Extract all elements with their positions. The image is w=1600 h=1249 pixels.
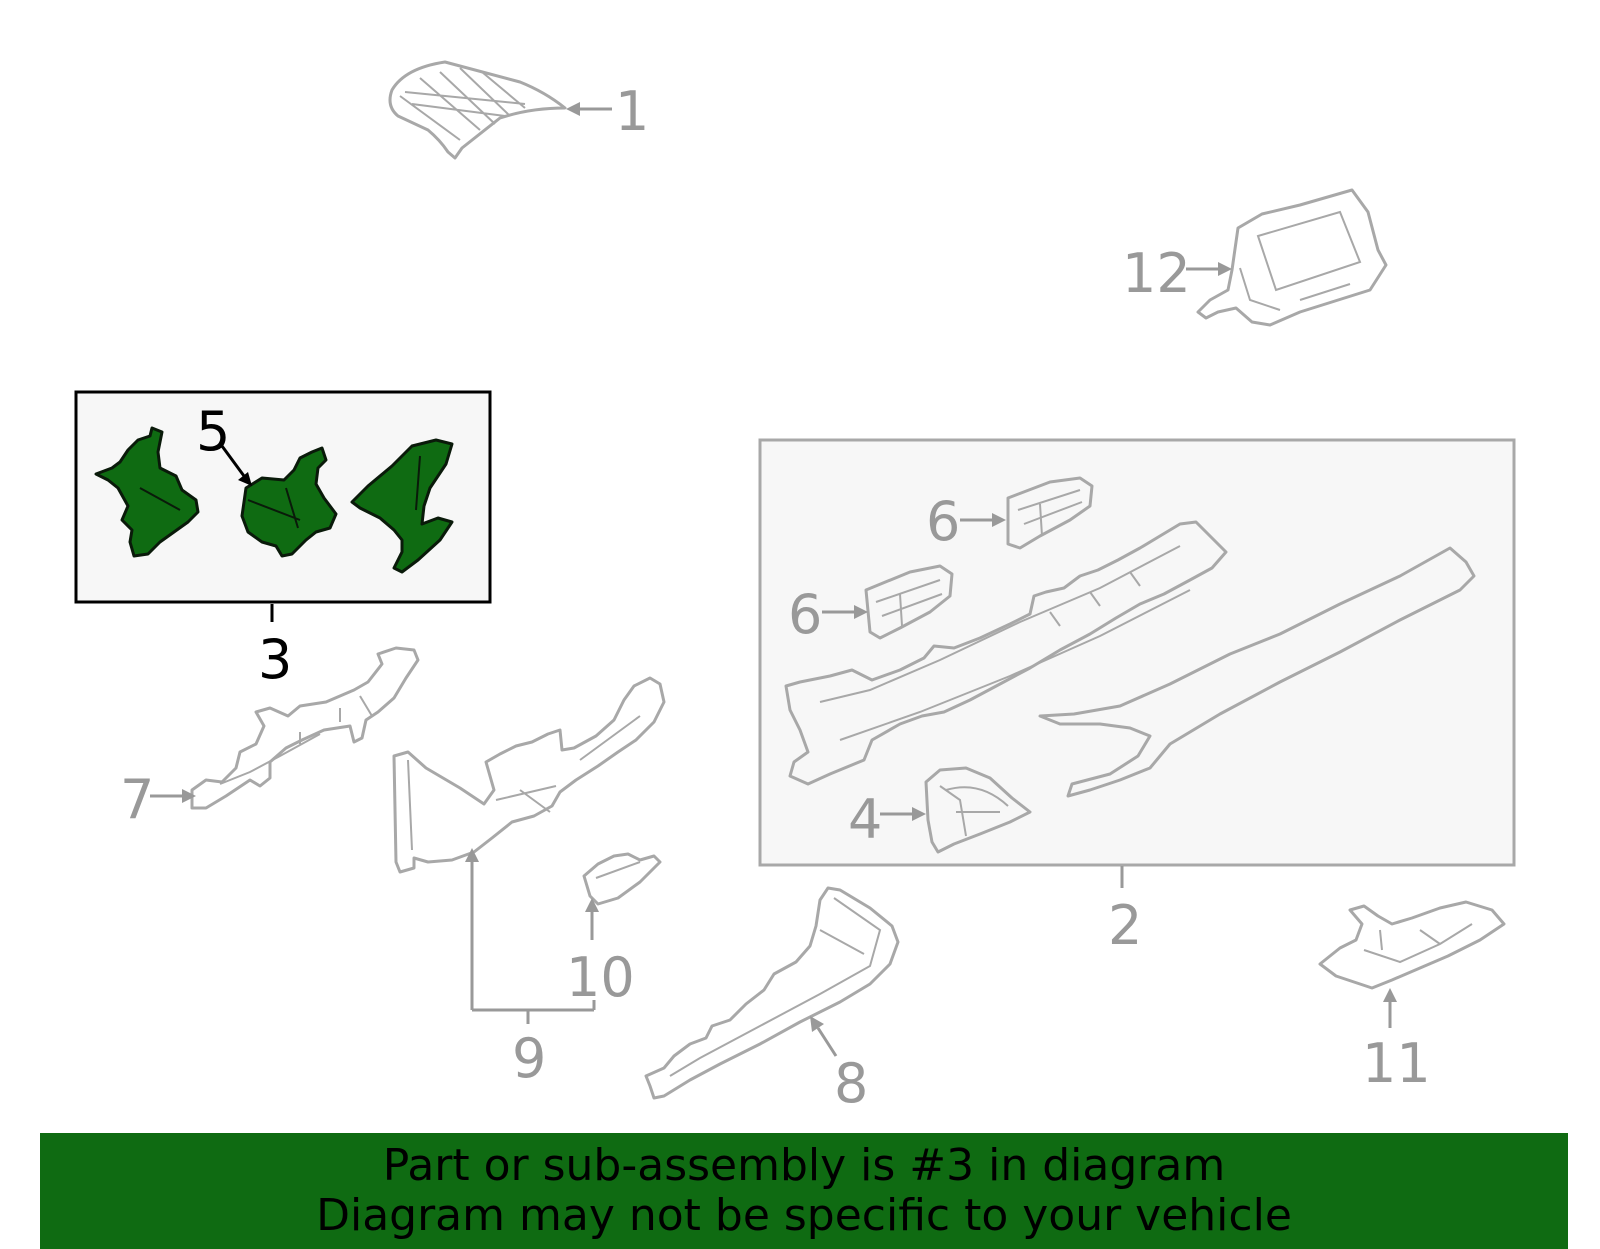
part-12-display [1196, 188, 1388, 327]
svg-text:6: 6 [926, 490, 960, 553]
callout-3: 3 [258, 604, 292, 691]
svg-text:8: 8 [834, 1052, 868, 1115]
svg-text:3: 3 [258, 628, 292, 691]
callout-5: 5 [196, 400, 252, 486]
svg-text:7: 7 [120, 768, 154, 831]
callout-9: 9 [465, 848, 596, 1090]
banner-line-2: Diagram may not be specific to your vehi… [316, 1190, 1292, 1241]
callout-12: 12 [1122, 242, 1232, 305]
part-9-panel [392, 676, 666, 874]
callout-1: 1 [566, 80, 649, 143]
part-4-vent [924, 766, 1032, 854]
callout-6-lower: 6 [788, 583, 868, 646]
callout-7: 7 [120, 768, 196, 831]
callout-11: 11 [1362, 988, 1431, 1095]
callout-6-upper: 6 [926, 490, 1006, 553]
part-11-bracket [1318, 900, 1506, 990]
svg-text:2: 2 [1108, 894, 1142, 957]
part-6-vent-lower [864, 564, 954, 640]
svg-text:12: 12 [1122, 242, 1191, 305]
callout-10: 10 [566, 898, 635, 1009]
svg-text:5: 5 [196, 400, 230, 463]
svg-text:10: 10 [566, 946, 635, 1009]
assembly-2-box [758, 438, 1516, 867]
callout-8: 8 [810, 1016, 868, 1115]
callout-4: 4 [848, 788, 926, 851]
svg-text:1: 1 [615, 80, 649, 143]
svg-text:4: 4 [848, 788, 882, 851]
banner-line-1: Part or sub-assembly is #3 in diagram [382, 1140, 1226, 1191]
part-7-bracket [190, 646, 420, 810]
part-6-vent-upper [1006, 476, 1094, 550]
callout-2: 2 [1108, 866, 1142, 957]
info-banner: Part or sub-assembly is #3 in diagram Di… [40, 1133, 1568, 1249]
part-10-clip [582, 852, 662, 906]
svg-text:6: 6 [788, 583, 822, 646]
part-8-trim [644, 886, 900, 1100]
part-1-grille [388, 60, 567, 160]
svg-text:11: 11 [1362, 1032, 1431, 1095]
subassembly-3-box [74, 390, 492, 604]
svg-text:9: 9 [512, 1027, 546, 1090]
